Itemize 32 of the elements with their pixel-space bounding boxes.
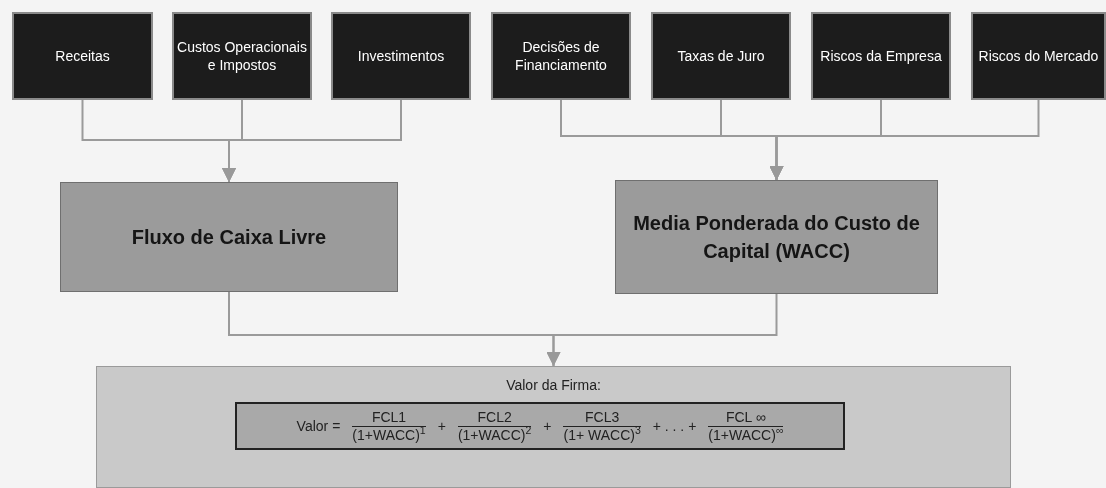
formula-text: + xyxy=(437,416,446,436)
connector-arrow xyxy=(222,99,402,183)
input-box xyxy=(491,12,631,100)
fraction-numerator: FCL1 xyxy=(352,408,426,427)
box-label: Taxas de Juro xyxy=(677,47,765,65)
box-label: Riscos da Empresa xyxy=(820,47,942,65)
box-label: Fluxo de Caixa Livre xyxy=(131,225,327,250)
input-box xyxy=(331,12,471,100)
input-box xyxy=(811,12,951,100)
box-label: Receitas xyxy=(55,47,110,65)
fraction-numerator: FCL3 xyxy=(563,408,641,427)
formula-text: Valor = xyxy=(296,416,341,436)
connector-arrow xyxy=(546,293,778,367)
box-label: Custos Operacionais e Impostos xyxy=(176,38,308,74)
formula-text: + . . . + xyxy=(652,416,697,436)
box-label: Investimentos xyxy=(357,47,445,65)
box-label: Decisões de Financiamento xyxy=(514,38,608,74)
formula-box xyxy=(235,402,845,450)
process-box xyxy=(60,182,398,292)
fraction-numerator: FCL ∞ xyxy=(708,408,784,427)
input-box xyxy=(651,12,791,100)
box-label: Riscos do Mercado xyxy=(978,47,1099,65)
process-box xyxy=(615,180,938,294)
result-box xyxy=(96,366,1011,488)
input-box xyxy=(12,12,153,100)
fraction-numerator: FCL2 xyxy=(457,408,532,427)
input-box xyxy=(971,12,1106,100)
box-label: Media Ponderada do Custo de Capital (WACC) xyxy=(632,211,921,264)
fraction-denominator: (1+WACC)$^{∞}$ xyxy=(708,426,784,444)
input-box xyxy=(172,12,312,100)
box-label: Valor da Firma: xyxy=(506,376,601,395)
formula-text: + xyxy=(543,416,552,436)
